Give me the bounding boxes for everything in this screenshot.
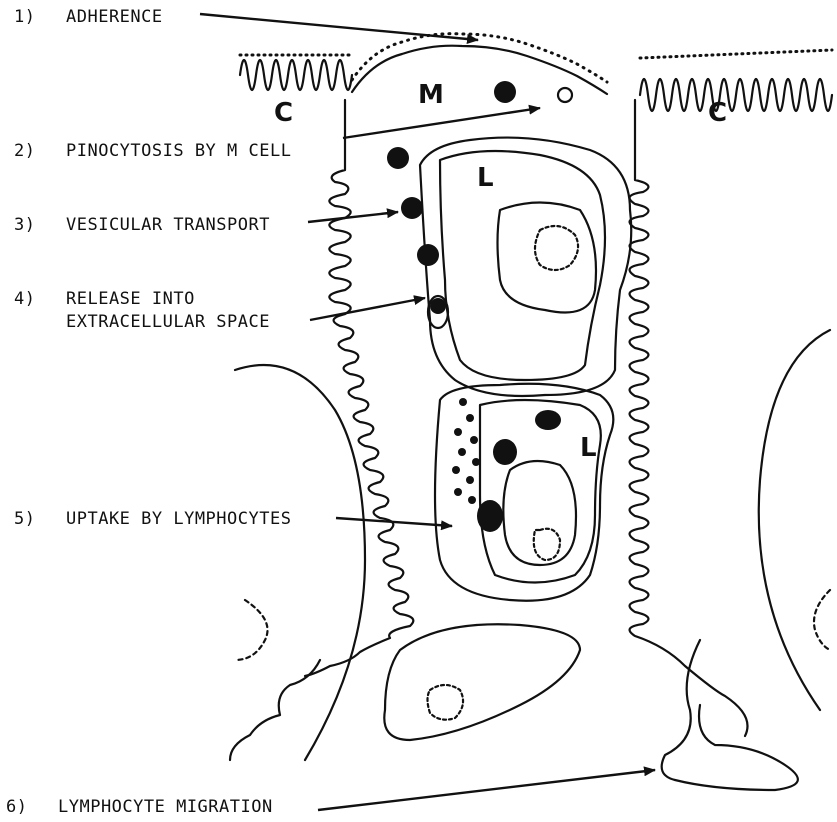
granule: [459, 398, 467, 406]
left-brush-border: [240, 60, 352, 90]
pinocytosis-arrow: [343, 108, 540, 138]
right-follicle-outline: [759, 330, 830, 710]
upper-lymphocyte-nucleus: [498, 203, 597, 313]
apical-vesicle: [558, 88, 572, 102]
vesicular-transport-arrow: [308, 212, 398, 222]
upper-lymphocyte: [440, 151, 605, 380]
granule: [454, 488, 462, 496]
left-lateral-membrane: [305, 100, 413, 676]
right-lateral-membrane: [630, 100, 748, 736]
step-text: ADHERENCE: [66, 7, 163, 27]
step-number: 4): [14, 288, 66, 311]
step-2-label: 2)PINOCYTOSIS BY M CELL: [14, 140, 291, 163]
step-text: PINOCYTOSIS BY M CELL: [66, 141, 291, 161]
step-number: 5): [14, 508, 66, 531]
step-6-label: 6)LYMPHOCYTE MIGRATION: [6, 796, 273, 819]
m-cell-label: M: [418, 80, 444, 110]
lower-lymphocyte-nucleus: [503, 461, 576, 565]
vesicle-2: [387, 147, 409, 169]
left-follicle-dotted: [235, 600, 268, 660]
step-text: LYMPHOCYTE MIGRATION: [58, 797, 273, 817]
upper-lymphocyte-pocket: [420, 138, 631, 396]
step-text: RELEASE INTO: [66, 289, 195, 309]
step-3-label: 3)VESICULAR TRANSPORT: [14, 214, 270, 237]
step-number: 1): [14, 6, 66, 29]
step-text-line-2: EXTRACELLULAR SPACE: [66, 312, 270, 332]
lower-nucleolus: [534, 529, 560, 560]
macrophage-nucleus: [428, 685, 464, 720]
granule: [470, 436, 478, 444]
granule: [468, 496, 476, 504]
lymphocyte-particle-3: [477, 500, 503, 532]
step-number: 6): [6, 796, 58, 819]
right-brush-border-dots: [640, 50, 832, 58]
lymphocyte-particle-1: [535, 410, 561, 430]
migration-arrow: [318, 770, 655, 810]
step-5-label: 5)UPTAKE BY LYMPHOCYTES: [14, 508, 291, 531]
left-follicle-outline: [235, 365, 365, 760]
lymphocyte-lower-label: L: [580, 433, 597, 463]
columnar-cell-left-label: C: [274, 98, 293, 128]
m-cell-apical-surface: [352, 46, 607, 94]
step-number: 2): [14, 140, 66, 163]
columnar-cell-right-label: C: [708, 98, 727, 128]
basal-macrophage: [384, 624, 580, 740]
step-1-label: 1)ADHERENCE: [14, 6, 163, 29]
step-text: UPTAKE BY LYMPHOCYTES: [66, 509, 291, 529]
vesicle-1: [494, 81, 516, 103]
step-number: 3): [14, 214, 66, 237]
right-brush-border: [640, 79, 832, 111]
adherence-arrow: [200, 14, 478, 40]
granule: [454, 428, 462, 436]
vesicle-3: [401, 197, 423, 219]
release-arrow: [310, 298, 425, 320]
granule: [466, 476, 474, 484]
step-text: VESICULAR TRANSPORT: [66, 215, 270, 235]
vesicle-4: [417, 244, 439, 266]
right-follicle-dotted: [814, 590, 830, 650]
granule: [458, 448, 466, 456]
lymphocyte-upper-label: L: [477, 163, 494, 193]
granule: [466, 414, 474, 422]
vesicle-5: [430, 298, 446, 314]
upper-nucleolus: [535, 226, 578, 270]
granule: [472, 458, 480, 466]
granule: [452, 466, 460, 474]
lymphocyte-particle-2: [493, 439, 517, 465]
step-4-label: 4)RELEASE INTO EXTRACELLULAR SPACE: [14, 288, 270, 334]
